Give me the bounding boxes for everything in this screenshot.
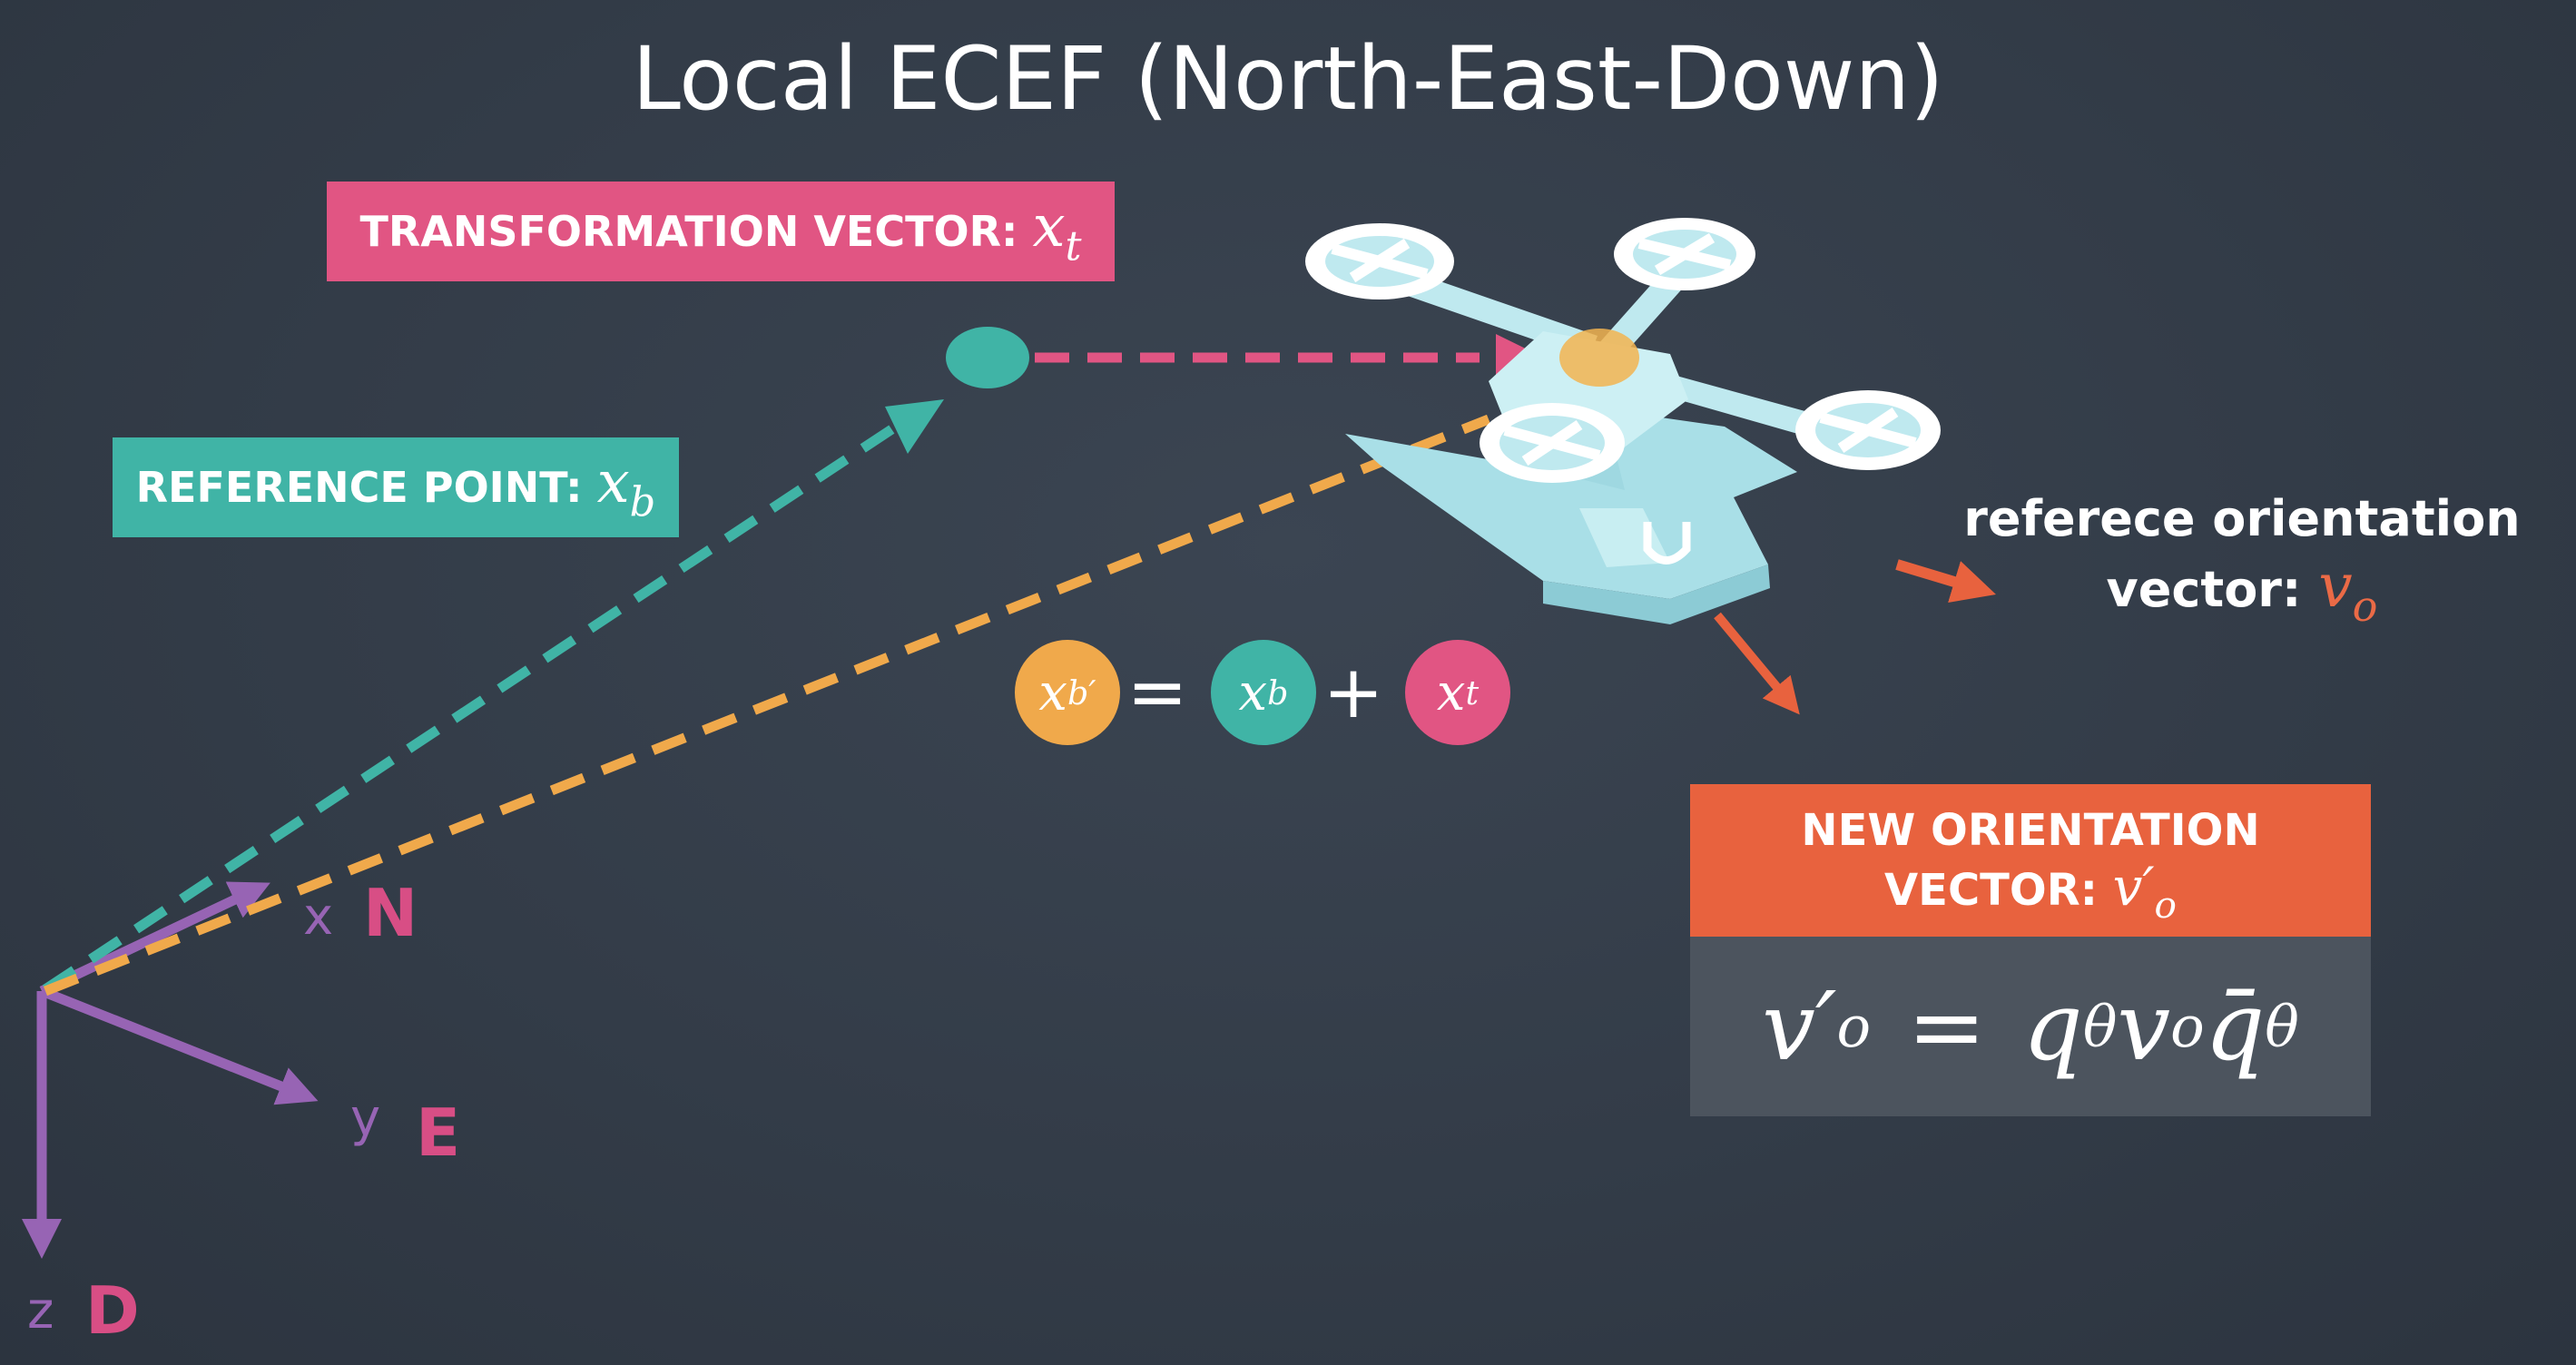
- axis-down-label: D: [85, 1272, 140, 1349]
- reference-vector: [42, 327, 1029, 994]
- reference-orientation-arrow: [1895, 559, 1996, 604]
- axis-x-small-label: x: [303, 888, 334, 947]
- axis-x-north: [39, 881, 270, 996]
- transformation-vector: [1035, 334, 1548, 383]
- reference-orientation-symbol: vo: [2318, 551, 2378, 632]
- transformation-vector-label: TRANSFORMATION VECTOR: xt: [327, 182, 1115, 281]
- reference-orientation-line2: vector:: [2106, 561, 2302, 618]
- rotor: [1480, 403, 1625, 483]
- equation-plus: +: [1322, 650, 1384, 734]
- reference-label-text: REFERENCE POINT:: [135, 463, 583, 512]
- ned-axes: [22, 881, 319, 1259]
- transformation-label-text: TRANSFORMATION VECTOR:: [359, 207, 1018, 256]
- axis-east-label: E: [416, 1095, 461, 1171]
- drone: [1305, 218, 1941, 624]
- new-orientation-line1: NEW ORIENTATION: [1801, 805, 2260, 856]
- axis-y-small-label: y: [350, 1089, 381, 1148]
- reference-point-dot: [946, 327, 1029, 388]
- reference-point-label: REFERENCE POINT: xb: [113, 437, 679, 537]
- rotor: [1614, 218, 1755, 290]
- equation-equals: =: [1126, 650, 1188, 734]
- new-orientation-arrow: [1714, 612, 1800, 715]
- new-orientation-line2: VECTOR:: [1884, 865, 2098, 916]
- rotor: [1305, 223, 1454, 300]
- reference-orientation-line1: referece orientation: [1963, 490, 2521, 547]
- reference-arrowhead: [885, 399, 944, 454]
- reference-orientation-label: referece orientation vector: vo: [1952, 486, 2532, 640]
- axis-z-small-label: z: [27, 1282, 54, 1340]
- page-title: Local ECEF (North-East-Down): [632, 28, 1944, 130]
- axis-north-label: N: [363, 875, 418, 951]
- transformation-symbol: xt: [1032, 192, 1082, 270]
- axis-y-east: [39, 986, 319, 1105]
- rotor: [1795, 390, 1941, 470]
- new-orientation-symbol: v′o: [2112, 856, 2177, 928]
- reference-symbol: xb: [596, 448, 656, 526]
- new-orientation-label: NEW ORIENTATION VECTOR: v′o: [1690, 784, 2371, 937]
